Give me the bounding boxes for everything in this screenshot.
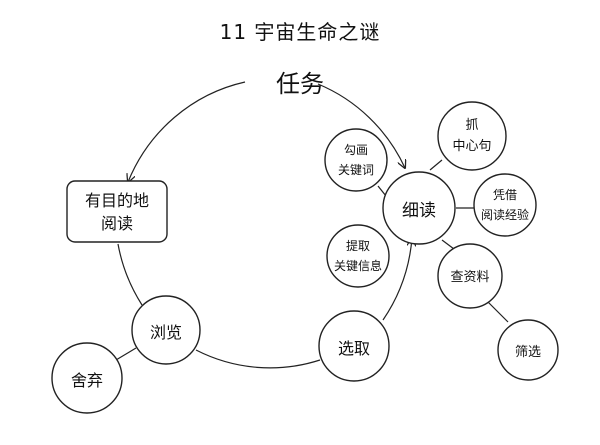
cycle-arc-task-to-close-read <box>317 83 405 168</box>
grab-center-circle <box>437 101 507 171</box>
experience-label: 凭借 阅读经验 <box>474 185 536 225</box>
connector-close-read-grab <box>429 159 443 171</box>
connector-browse-discard <box>115 347 137 361</box>
filter-label: 筛选 <box>514 345 541 360</box>
extract-line-1: 提取 <box>345 239 370 253</box>
extract-line-2: 关键信息 <box>333 259 382 273</box>
experience-circle <box>473 173 537 237</box>
extract-keyinfo-circle <box>326 224 390 288</box>
circle-keywords-label: 勾画 关键词 <box>325 140 387 180</box>
select-circle <box>318 310 390 382</box>
diagram-title: 11 宇宙生命之谜 <box>219 20 381 44</box>
circle-keywords-circle <box>324 128 388 192</box>
grab-center-label: 抓 中心句 <box>438 115 506 157</box>
lookup-label: 查资料 <box>450 270 490 285</box>
cycle-arc-browse-to-select <box>195 349 321 369</box>
select-label: 选取 <box>337 339 370 358</box>
browse-circle <box>131 295 201 365</box>
task-label: 任务 <box>276 70 324 98</box>
close-read-label: 细读 <box>402 201 436 221</box>
discard-label: 舍弃 <box>70 371 103 390</box>
discard-circle <box>51 342 123 414</box>
extract-keyinfo-label: 提取 关键信息 <box>327 236 389 276</box>
experience-line-2: 阅读经验 <box>480 208 529 222</box>
cycle-arc-task-to-purpose <box>128 81 246 182</box>
connector-close-read-keywords <box>377 185 387 197</box>
close-read-circle <box>382 171 456 245</box>
connector-lookup-filter <box>485 299 509 323</box>
filter-circle <box>497 319 559 381</box>
browse-label: 浏览 <box>149 323 182 342</box>
keywords-line-2: 关键词 <box>337 163 374 177</box>
lookup-circle <box>437 243 503 309</box>
cycle-arc-select-to-close-read <box>382 238 412 321</box>
purpose-line-2: 阅读 <box>100 214 133 233</box>
experience-line-1: 凭借 <box>492 188 517 202</box>
grab-line-2: 中心句 <box>452 139 492 154</box>
purpose-box <box>66 180 168 243</box>
cycle-arc-purpose-to-browse <box>117 243 143 306</box>
keywords-line-1: 勾画 <box>343 143 368 157</box>
purpose-line-1: 有目的地 <box>84 191 149 210</box>
grab-line-1: 抓 <box>465 118 479 133</box>
purpose-box-label: 有目的地 阅读 <box>67 189 167 235</box>
